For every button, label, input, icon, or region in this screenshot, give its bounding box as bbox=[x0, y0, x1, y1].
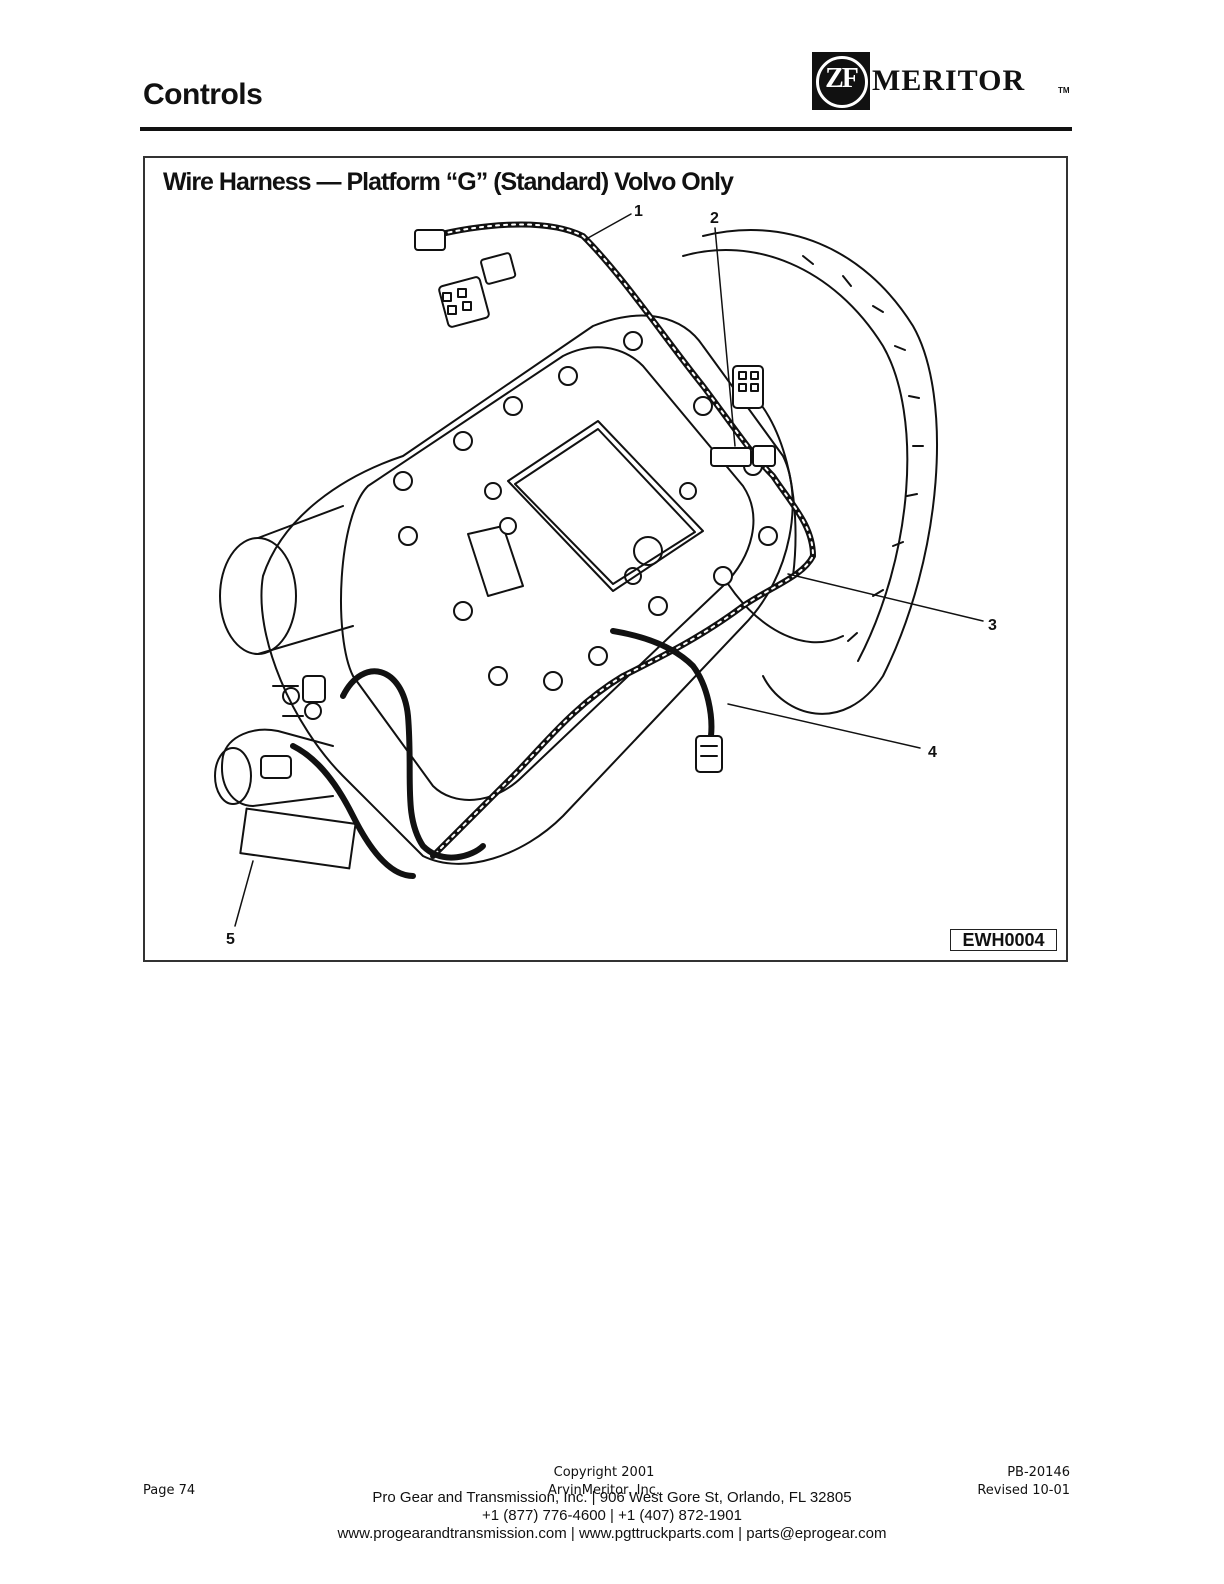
meritor-wordmark: MERITOR bbox=[872, 64, 1026, 97]
revision-date: Revised 10-01 bbox=[977, 1483, 1070, 1498]
wire-harness-loop bbox=[290, 668, 486, 879]
header-divider bbox=[140, 127, 1072, 131]
callout-3: 3 bbox=[988, 617, 997, 634]
figure-code: EWH0004 bbox=[950, 929, 1057, 951]
wire-harness-branch-4 bbox=[610, 628, 715, 739]
dealer-phone: +1 (877) 776-4600 | +1 (407) 872-1901 bbox=[482, 1507, 742, 1524]
figure-title: Wire Harness — Platform “G” (Standard) V… bbox=[163, 168, 734, 196]
case-bolts bbox=[393, 331, 778, 691]
zf-badge-ring bbox=[816, 56, 868, 108]
dealer-web[interactable]: www.progearandtransmission.com | www.pgt… bbox=[337, 1525, 887, 1542]
page-section-title: Controls bbox=[143, 78, 263, 111]
trademark-mark: TM bbox=[1058, 86, 1070, 95]
wire-harness-wrap-detail bbox=[432, 223, 814, 857]
copyright-line-2: ArvinMeritor, Inc. bbox=[548, 1483, 660, 1498]
connector-4 bbox=[695, 735, 723, 773]
dealer-address: Pro Gear and Transmission, Inc. | 906 We… bbox=[372, 1489, 852, 1506]
rear-housing bbox=[214, 505, 357, 870]
zf-badge-text: ZF bbox=[825, 63, 859, 94]
callout-5: 5 bbox=[226, 931, 235, 948]
connectors-top bbox=[414, 229, 517, 328]
zf-badge: ZF bbox=[812, 52, 870, 110]
document-number: PB-20146 bbox=[1007, 1465, 1070, 1480]
transmission-wire-harness-illustration bbox=[214, 213, 984, 927]
copyright-line-1: Copyright 2001 bbox=[553, 1465, 655, 1480]
callout-2: 2 bbox=[710, 210, 719, 227]
figure-frame bbox=[143, 156, 1068, 962]
leader-lines bbox=[234, 213, 984, 927]
callout-1: 1 bbox=[634, 203, 643, 220]
zf-meritor-logo: ZF MERITOR TM bbox=[812, 52, 1074, 112]
transmission-case bbox=[260, 314, 794, 865]
page-number: Page 74 bbox=[143, 1483, 196, 1498]
callout-4: 4 bbox=[928, 744, 937, 761]
connector-2 bbox=[710, 365, 776, 467]
connector-5 bbox=[260, 675, 326, 779]
